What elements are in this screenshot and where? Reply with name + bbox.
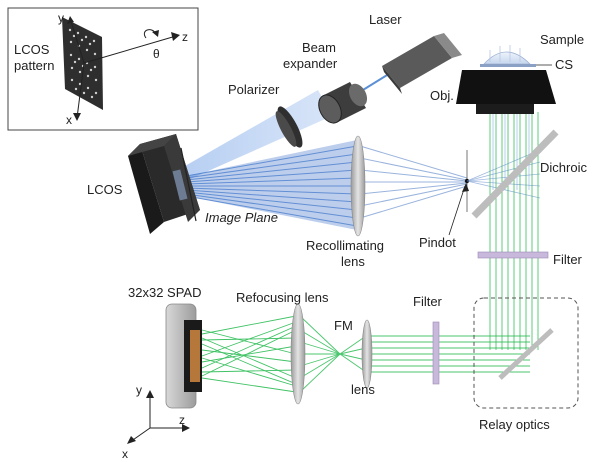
inset-title-line2: pattern (14, 58, 54, 73)
filter-middle (432, 321, 440, 385)
label-image-plane: Image Plane (205, 210, 278, 225)
label-lcos: LCOS (87, 182, 123, 197)
tube-lens (361, 319, 373, 389)
emission-horizontal-beam (370, 335, 530, 373)
corner-axis-y: y (136, 383, 142, 397)
objective-lens (456, 70, 556, 114)
polarizer (275, 106, 303, 148)
label-polarizer: Polarizer (228, 82, 280, 97)
label-recollimating-1: Recollimating (306, 238, 384, 253)
lcos-device (128, 134, 200, 234)
spad-camera (165, 303, 202, 409)
label-spad: 32x32 SPAD (128, 285, 201, 300)
emission-fan-to-spad (201, 315, 297, 393)
label-pindot: Pindot (419, 235, 456, 250)
label-lens: lens (351, 382, 375, 397)
label-sample: Sample (540, 32, 584, 47)
label-beam-expander-2: expander (283, 56, 338, 71)
inset-axis-x-label: x (66, 113, 72, 127)
label-laser: Laser (369, 12, 402, 27)
label-recollimating-2: lens (341, 254, 365, 269)
dichroic-mirror (471, 129, 559, 219)
label-cs: CS (555, 57, 573, 72)
label-fm: FM (334, 318, 353, 333)
lcos-pattern-inset: y x z θ LCOS pattern (7, 7, 199, 131)
inset-angle-label: θ (153, 47, 160, 61)
emission-fan-fm (299, 315, 367, 393)
label-filter-middle: Filter (413, 294, 443, 309)
image-plane-line (180, 147, 197, 222)
label-beam-expander-1: Beam (302, 40, 336, 55)
laser-device (382, 33, 462, 94)
relay-mirror (498, 328, 554, 380)
label-relay-optics: Relay optics (479, 417, 550, 432)
label-refocusing: Refocusing lens (236, 290, 329, 305)
refocusing-lens (290, 303, 306, 405)
excitation-fan-to-lens (185, 145, 358, 227)
label-objective: Obj. (430, 88, 454, 103)
label-dichroic: Dichroic (540, 160, 587, 175)
sample-and-coverslip (480, 45, 552, 67)
filter-right (477, 251, 549, 259)
inset-axis-y-label: y (58, 11, 64, 25)
recollimating-lens (350, 135, 366, 237)
corner-axis-z: z (179, 413, 185, 427)
inset-title-line1: LCOS (14, 42, 50, 57)
expanded-laser-beam (178, 90, 332, 180)
relay-optics-box (473, 297, 579, 409)
label-filter-right: Filter (553, 252, 583, 267)
beam-expander (318, 82, 368, 124)
corner-axis-x: x (122, 447, 128, 461)
emission-vertical-beam (489, 112, 539, 350)
excitation-beam-after-lens (359, 145, 468, 219)
inset-axis-z-label: z (182, 30, 188, 44)
